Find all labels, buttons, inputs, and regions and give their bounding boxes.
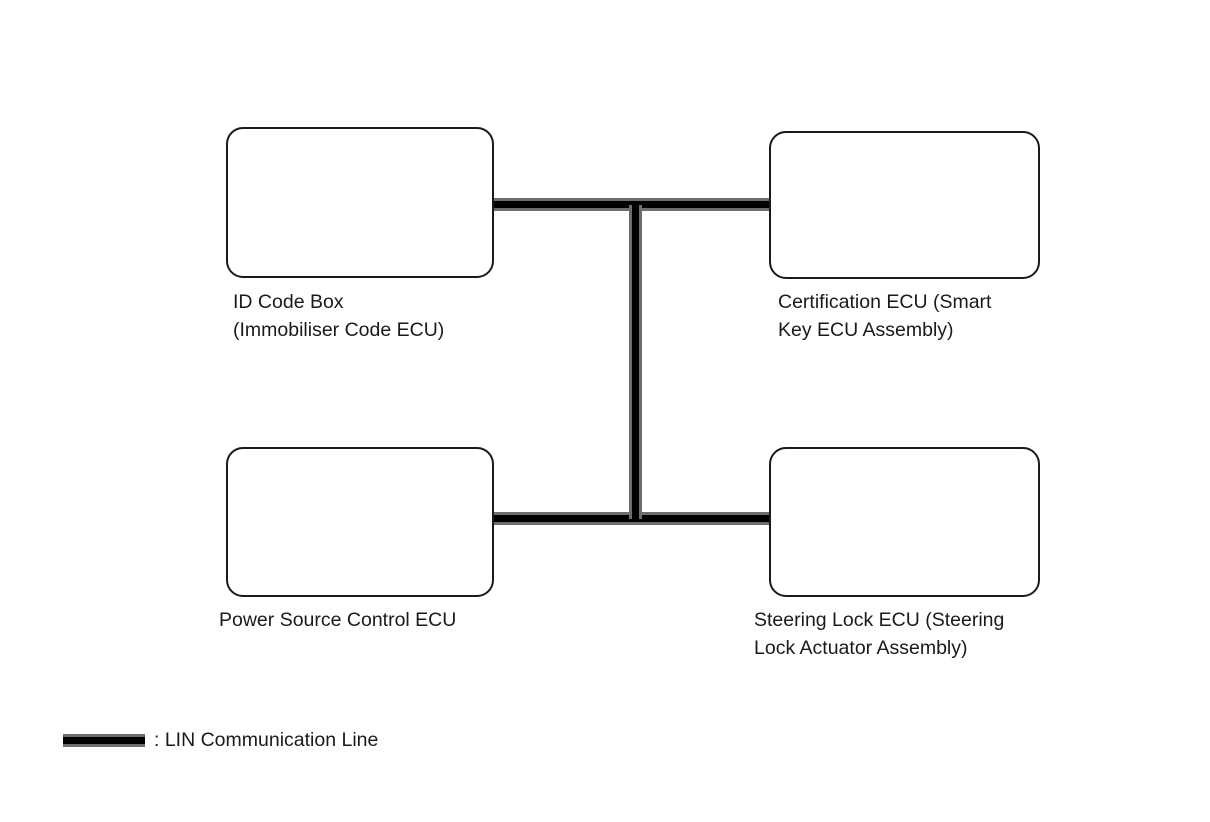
ecu-label-certification: Certification ECU (Smart Key ECU Assembl… (778, 291, 992, 341)
ecu-box-id-code[interactable] (226, 127, 494, 278)
ecu-label-id-code: ID Code Box (Immobiliser Code ECU) (233, 291, 445, 341)
lin-communication-line-swatch-icon (63, 733, 145, 747)
ecu-label-steering-lock: Steering Lock ECU (Steering Lock Actuato… (754, 609, 1005, 659)
ecu-box-power-source-control[interactable] (226, 447, 494, 597)
legend-label: : LIN Communication Line (154, 729, 379, 751)
ecu-box-steering-lock[interactable] (769, 447, 1040, 597)
ecu-label-power-source-control: Power Source Control ECU (219, 609, 457, 631)
ecu-box-certification[interactable] (769, 131, 1040, 279)
legend: : LIN Communication Line (63, 729, 378, 751)
lin-line-vertical-trunk (629, 205, 642, 519)
